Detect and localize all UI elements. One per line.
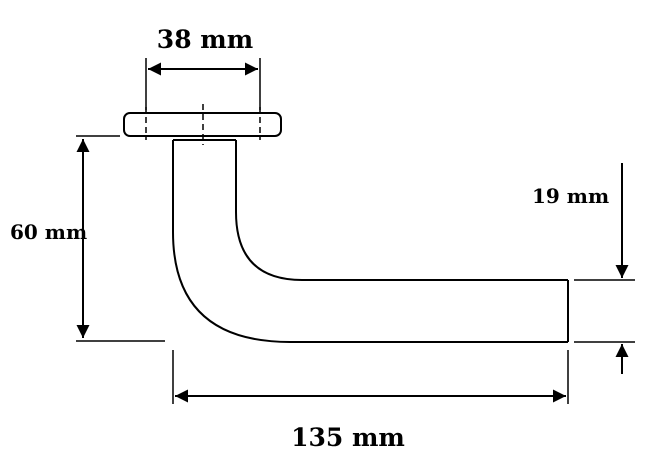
- lever-body: [172, 139, 569, 343]
- dimension-label-height: 60 mm: [10, 220, 87, 244]
- rose-hidden-lines: [145, 104, 261, 145]
- dimension-length: 135 mm: [172, 350, 569, 452]
- dimension-rose-diameter: 38 mm: [145, 25, 261, 110]
- dimension-grip-thickness: 19 mm: [532, 163, 635, 374]
- dimension-label-length: 135 mm: [291, 423, 405, 452]
- dimension-height: 60 mm: [10, 135, 165, 342]
- dimension-label-grip: 19 mm: [532, 184, 609, 208]
- dimension-label-rose: 38 mm: [157, 25, 253, 54]
